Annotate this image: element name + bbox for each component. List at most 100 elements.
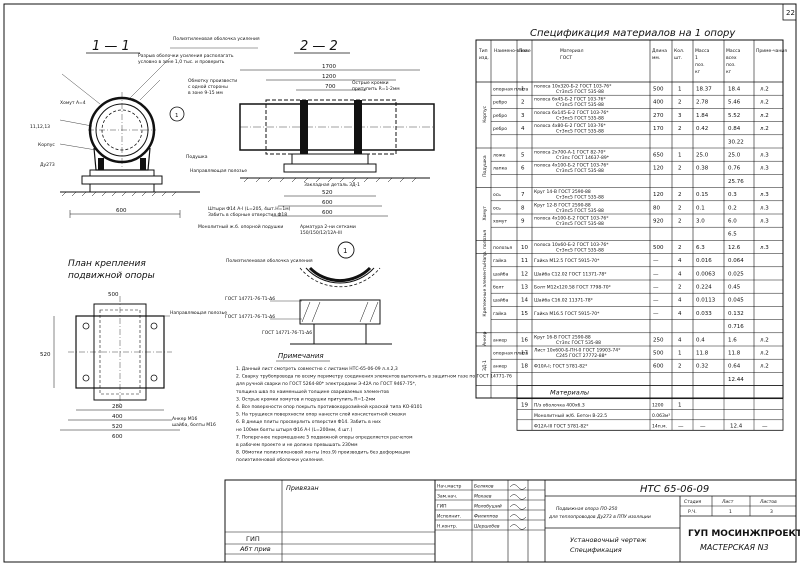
callout-pad: Подушка: [186, 154, 208, 160]
spec-cell-name: ребро: [493, 126, 507, 132]
spec-cell-note: л.2: [760, 113, 769, 119]
section-1-1: 1 — 1 600 1: [30, 39, 200, 218]
spec-cell-material-2: Ст3пс ГОСТ 535-88: [556, 340, 601, 346]
spec-cell-qty: 2: [678, 205, 682, 211]
spec-cell-note: л.3: [760, 219, 769, 225]
spec-cell-mass1: 0.38: [696, 166, 709, 172]
spec-cell-material: полоса 4х80-Б-2 ГОСТ 103-76*: [534, 123, 606, 129]
spec-cell-mass1: 0.0113: [696, 298, 716, 304]
tb-drawing-name-2: Спецификация: [570, 546, 622, 554]
callout-anchor-plan-2: шайба, болты М16: [172, 421, 216, 428]
spec-cell-material-2: Ст3пс5 ГОСТ 535-88: [556, 89, 604, 95]
spec-cell-material: Шайба С16.02 11371-78*: [534, 297, 594, 304]
spec-mat-length: 1200: [652, 402, 664, 408]
dim-520-vert: 520: [40, 352, 51, 358]
tb-bound: Привязан: [286, 484, 319, 492]
spec-cell-material: Шайба С12.02 ГОСТ 11371-78*: [534, 270, 607, 277]
plan-title: План крепления: [68, 259, 146, 269]
spec-cell-pos: 4: [521, 126, 525, 132]
callout-body: Корпус: [38, 142, 55, 148]
spec-cell-mass1: 0.42: [696, 126, 708, 132]
spec-cell-massall: 0.2: [728, 205, 737, 211]
spec-group-label: Подушка: [482, 155, 488, 177]
callout-pos: 11,12,13: [30, 124, 50, 130]
note-line: 7. Поперечное перемещение 5 подвижной оп…: [236, 433, 412, 440]
spec-cell-pos: 17: [521, 351, 528, 357]
tb-role: ГИП: [437, 504, 447, 510]
spec-cell-length: —: [653, 298, 659, 304]
spec-cell-massall: 0.132: [728, 311, 744, 317]
tb-role: Н.контр.: [437, 524, 457, 530]
spec-cell-mass1: 6.3: [696, 245, 705, 251]
tb-designation-2: для теплопроводов Ду273 в ППУ изоляции: [548, 514, 651, 520]
callout-rebar-2: 150/150/12/12А-III: [300, 230, 342, 236]
spec-mat-name: Ф12А-III ГОСТ 5781-82*: [534, 423, 589, 429]
spec-mat-note: —: [762, 423, 768, 429]
callout-pins-2: Забить в сборные отверстия Ф18: [208, 212, 287, 218]
notes-block: Примечания 1. Данный лист смотреть совме…: [236, 352, 512, 463]
sheet-number: 22: [786, 9, 795, 17]
spec-cell-name: полозья: [493, 246, 512, 251]
spec-cell-note: л.3: [760, 245, 769, 251]
callout-edge: Острые кромки: [352, 80, 389, 86]
tb-sheet-h: Лист: [721, 499, 734, 505]
note-line: в рабочем проекте и не должно превышать …: [236, 442, 357, 448]
plan-view: План крепления подвижной опоры 500 280 4…: [40, 259, 227, 440]
spec-cell-mass1: 0.016: [696, 258, 712, 264]
dim-600-left: 600: [116, 208, 127, 214]
spec-cell-mass1: 0.033: [696, 311, 712, 317]
spec-cell-massall: 0.716: [728, 324, 744, 330]
note-line: 8. Обмотки полиэтиленовой ленты (поз.9) …: [236, 449, 410, 456]
dim-1200: 1200: [322, 74, 336, 80]
section-2-2: 2 — 2 1700 1200 700 520 600 600: [239, 39, 435, 217]
spec-table: Спецификация материалов на 1 опору Типиз…: [475, 28, 787, 431]
dim-280: 280: [112, 404, 123, 410]
callout-guide-plan: Направляющая полозье: [170, 310, 227, 316]
spec-cell-qty: 2: [678, 364, 682, 370]
spec-cell-note: л.2: [760, 351, 769, 357]
spec-mat-massall: 12.4: [730, 423, 743, 429]
spec-cell-massall: 0.045: [728, 298, 744, 304]
spec-header-cell: Масса: [695, 48, 710, 54]
signature-mark: [509, 484, 527, 490]
spec-cell-material: Ф10А-I; ГОСТ 5781-82*: [534, 364, 588, 370]
note-line: 2. Сварку трубопровода по всему периметр…: [236, 374, 512, 380]
spec-cell-note: л.2: [760, 87, 769, 93]
spec-header-cell: Кол.: [674, 48, 684, 54]
spec-mat-mass1: —: [700, 423, 706, 429]
callout-edge-2: притупить R=1-2мм: [352, 86, 400, 92]
spec-cell-mass1: 3.0: [696, 219, 705, 225]
sheet-number-box: [782, 3, 797, 21]
spec-mat-length: 0.063м³: [652, 413, 670, 419]
spec-cell-pos: 8: [521, 205, 525, 211]
spec-cell-pos: 2: [521, 100, 525, 106]
signature-mark: [509, 514, 527, 520]
spec-cell-name: опорная плита: [493, 88, 529, 93]
tb-stage: Р.Ч.: [688, 509, 697, 515]
spec-cell-material: полоса 6х45-Б-2 ГОСТ 103-76*: [534, 97, 606, 103]
spec-group-label: ЗД-1: [482, 360, 488, 371]
plan-subtitle: подвижной опоры: [68, 271, 155, 281]
spec-cell-material: полоса 2х700-А-1 ГОСТ 82-70*: [534, 150, 606, 156]
spec-cell-pos: 18: [521, 364, 528, 370]
spec-cell-name: шайба: [493, 297, 509, 304]
spec-cell-note: л.2: [760, 100, 769, 106]
spec-cell-mass1: 25.0: [696, 153, 709, 159]
tb-role: Зам.нач.: [437, 494, 457, 500]
spec-cell-massall: 5.52: [728, 113, 740, 119]
spec-cell-note: л.3: [760, 192, 769, 198]
spec-cell-material: полоса 6х145-Б-2 ГОСТ 103-76*: [534, 110, 609, 116]
callout-embed: Закладная деталь ЗД-1: [304, 182, 360, 188]
spec-cell-length: 500: [653, 87, 664, 93]
spec-cell-qty: 2: [678, 166, 682, 172]
tb-sheet: 1: [729, 509, 732, 515]
dim-520-plan: 520: [112, 424, 123, 430]
spec-cell-length: 650: [653, 153, 664, 159]
spec-header-cell: ГОСТ: [560, 55, 572, 61]
spec-cell-massall: 0.064: [728, 258, 744, 264]
spec-cell-qty: 1: [678, 153, 682, 159]
spec-cell-length: —: [653, 311, 659, 317]
dim-500-plan: 500: [108, 292, 119, 298]
spec-cell-massall: 0.84: [728, 126, 741, 132]
callout-rebar: Арматура 2-ни сетками: [300, 224, 356, 230]
